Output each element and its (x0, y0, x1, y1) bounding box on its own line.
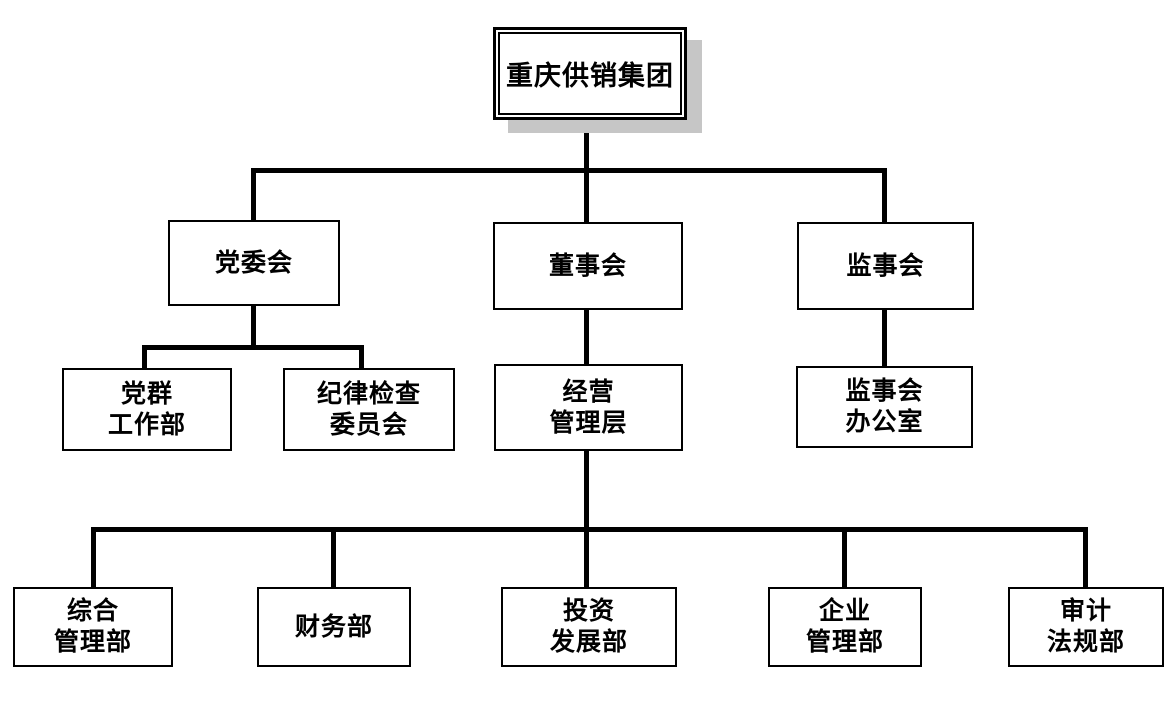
connector-level1-hbar (251, 168, 887, 173)
node-supervisory-board-office: 监事会 办公室 (796, 366, 973, 448)
node-audit-legal-dept-line2: 法规部 (1046, 628, 1125, 656)
node-supervisory-board-label: 监事会 (846, 251, 925, 280)
connector-management-down (584, 449, 589, 530)
node-audit-legal-dept: 审计 法规部 (1008, 587, 1164, 667)
node-supervisory-board-office-line1: 监事会 (845, 377, 924, 405)
connector-drop-audit-legal (1083, 527, 1088, 589)
connector-drop-party-committee (251, 168, 256, 223)
node-party-mass-work-dept-line1: 党群 (120, 379, 173, 408)
node-supervisory-board: 监事会 (797, 222, 974, 310)
node-party-committee-label: 党委会 (214, 248, 293, 277)
node-party-mass-work-dept: 党群 工作部 (62, 368, 232, 451)
connector-drop-enterprise-management (842, 527, 847, 589)
connector-supervisory-to-office (882, 306, 887, 369)
node-enterprise-management-dept: 企业 管理部 (768, 587, 922, 667)
node-enterprise-management-dept-line2: 管理部 (805, 628, 884, 656)
node-discipline-inspection-committee: 纪律检查 委员会 (283, 368, 455, 451)
connector-level4-hbar (91, 527, 1088, 532)
node-investment-development-dept-line1: 投资 (562, 597, 615, 625)
node-discipline-inspection-committee-line1: 纪律检查 (316, 379, 421, 408)
connector-drop-finance (331, 527, 336, 589)
connector-party-sub-hbar (142, 345, 364, 350)
node-board-of-directors-label: 董事会 (548, 251, 627, 280)
connector-drop-investment-development (584, 527, 589, 589)
node-party-mass-work-dept-line2: 工作部 (107, 410, 186, 439)
connector-drop-discipline-inspection (359, 345, 364, 370)
node-root: 重庆供销集团 (493, 27, 687, 120)
node-root-label: 重庆供销集团 (498, 32, 682, 115)
node-enterprise-management-dept-line1: 企业 (818, 597, 871, 625)
node-audit-legal-dept-line1: 审计 (1059, 597, 1112, 625)
node-operating-management-line2: 管理层 (549, 408, 628, 437)
node-party-committee: 党委会 (168, 220, 340, 306)
node-finance-dept-label: 财务部 (294, 612, 373, 641)
connector-party-committee-down (251, 304, 256, 349)
node-operating-management-line1: 经营 (562, 377, 615, 406)
node-investment-development-dept: 投资 发展部 (501, 587, 677, 667)
node-supervisory-board-office-line2: 办公室 (845, 408, 924, 436)
node-board-of-directors: 董事会 (493, 222, 683, 310)
node-general-management-dept-line1: 综合 (66, 597, 119, 625)
node-finance-dept: 财务部 (257, 587, 411, 667)
connector-board-to-management (584, 306, 589, 369)
connector-drop-party-mass-work (142, 345, 147, 370)
connector-drop-general-management (91, 527, 96, 589)
node-investment-development-dept-line2: 发展部 (549, 628, 628, 656)
node-general-management-dept: 综合 管理部 (13, 587, 173, 667)
node-operating-management: 经营 管理层 (494, 364, 683, 451)
node-discipline-inspection-committee-line2: 委员会 (329, 410, 408, 439)
connector-drop-supervisory-board (882, 168, 887, 225)
node-general-management-dept-line2: 管理部 (53, 628, 132, 656)
